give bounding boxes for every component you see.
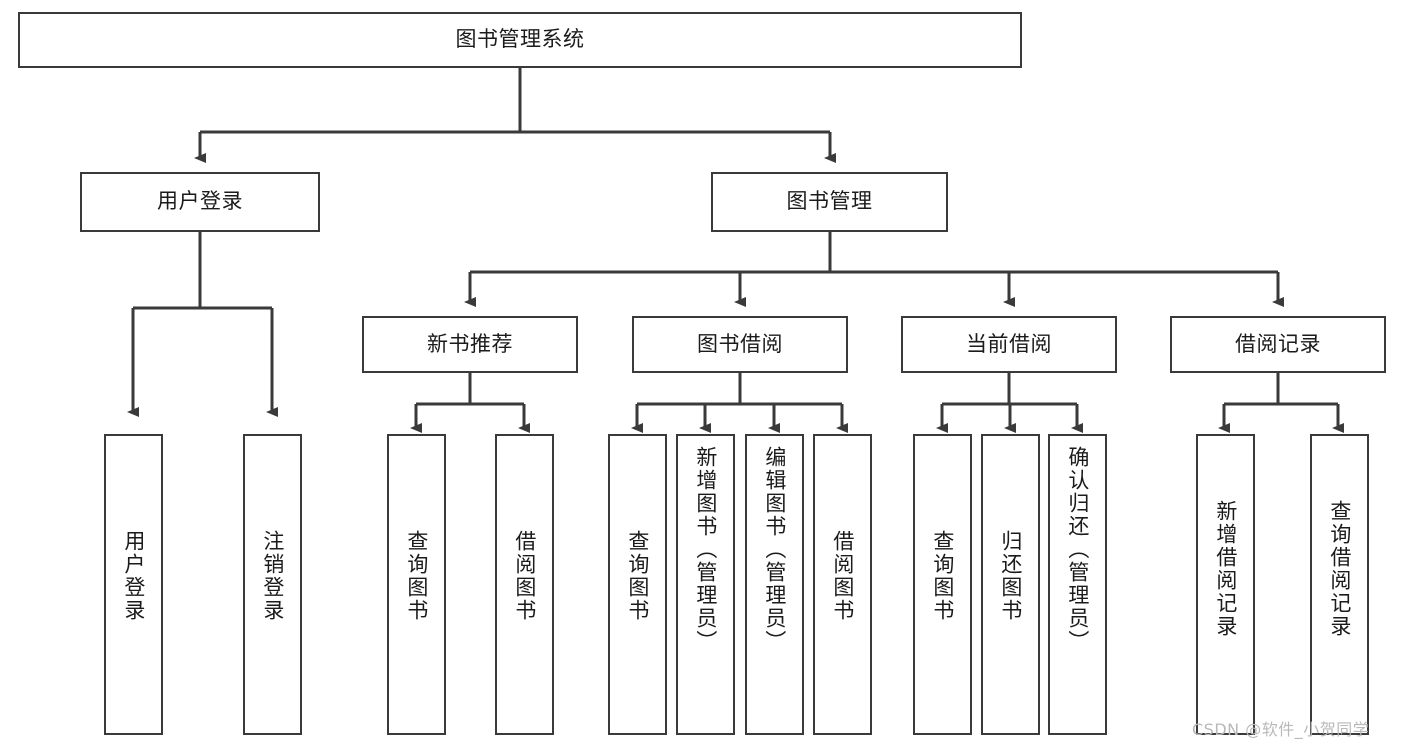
node-label: 图书借阅 <box>697 331 783 356</box>
leaf-current-borrow-query[interactable]: 查询图书 <box>913 434 972 735</box>
node-label: 确认归还（管理员） <box>1065 446 1090 653</box>
node-label: 查询借阅记录 <box>1327 500 1352 638</box>
leaf-book-borrow-edit[interactable]: 编辑图书（管理员） <box>745 434 804 735</box>
leaf-borrow-record-add[interactable]: 新增借阅记录 <box>1196 434 1255 735</box>
leaf-user-login-signin[interactable]: 用户登录 <box>104 434 163 735</box>
node-label: 新书推荐 <box>427 331 513 356</box>
leaf-new-book-query[interactable]: 查询图书 <box>387 434 446 735</box>
leaf-book-borrow-add[interactable]: 新增图书（管理员） <box>676 434 735 735</box>
leaf-current-borrow-confirm-return[interactable]: 确认归还（管理员） <box>1048 434 1107 735</box>
node-label: 用户登录 <box>157 189 243 214</box>
node-borrow-record[interactable]: 借阅记录 <box>1170 316 1386 373</box>
node-label: 注销登录 <box>260 530 285 622</box>
node-label: 归还图书 <box>998 530 1023 622</box>
node-label: 查询图书 <box>930 530 955 622</box>
node-label: 查询图书 <box>404 530 429 622</box>
node-label: 图书管理 <box>786 189 873 214</box>
csdn-watermark: CSDN @软件_小贺同学 <box>1192 720 1370 739</box>
node-label: 图书管理系统 <box>455 27 585 52</box>
node-book-management[interactable]: 图书管理 <box>711 172 948 232</box>
node-label: 借阅图书 <box>512 530 537 622</box>
node-label: 查询图书 <box>625 530 650 622</box>
node-root-system[interactable]: 图书管理系统 <box>18 12 1022 68</box>
node-label: 借阅记录 <box>1235 331 1321 356</box>
leaf-book-borrow-query[interactable]: 查询图书 <box>608 434 667 735</box>
node-label: 借阅图书 <box>830 530 855 622</box>
leaf-new-book-borrow[interactable]: 借阅图书 <box>495 434 554 735</box>
leaf-current-borrow-return[interactable]: 归还图书 <box>981 434 1040 735</box>
leaf-borrow-record-query[interactable]: 查询借阅记录 <box>1310 434 1369 735</box>
node-book-borrow[interactable]: 图书借阅 <box>632 316 848 373</box>
node-current-borrow[interactable]: 当前借阅 <box>901 316 1117 373</box>
node-label: 新增借阅记录 <box>1213 500 1238 638</box>
leaf-user-login-signout[interactable]: 注销登录 <box>243 434 302 735</box>
node-user-login[interactable]: 用户登录 <box>80 172 320 232</box>
node-new-book-recommend[interactable]: 新书推荐 <box>362 316 578 373</box>
node-label: 编辑图书（管理员） <box>762 446 787 653</box>
leaf-book-borrow-borrow[interactable]: 借阅图书 <box>813 434 872 735</box>
node-label: 当前借阅 <box>966 331 1052 356</box>
node-label: 用户登录 <box>121 530 146 622</box>
node-label: 新增图书（管理员） <box>693 446 718 653</box>
